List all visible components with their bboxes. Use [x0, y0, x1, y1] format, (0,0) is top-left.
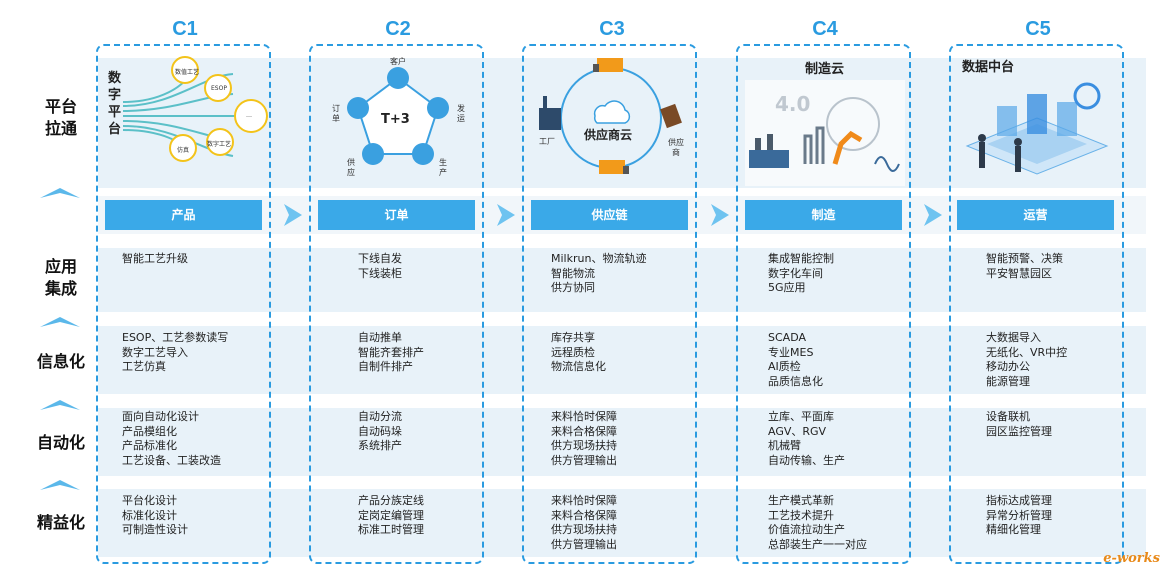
band-application	[98, 248, 1146, 312]
cycle-node-label: 客户	[390, 57, 406, 66]
cycle-center-label: T+3	[381, 112, 410, 127]
chevron-up-icon	[40, 188, 80, 198]
cell-informatization-c5: 大数据导入无纸化、VR中控移动办公能源管理	[986, 331, 1068, 388]
cell-informatization-c2: 自动推单智能齐套排产自制件排产	[358, 331, 424, 373]
column-header-c3: C3	[599, 18, 625, 40]
thumbnail-manufacturing-cloud: 制造云 4.0	[745, 56, 905, 186]
cell-application-c1: 智能工艺升级	[122, 252, 188, 265]
node-label: ESOP	[211, 85, 227, 92]
thumbnail-digital-platform: 数字平台 数值工艺 ESOP 仿真 数字工艺 …	[105, 56, 270, 186]
cell-automation-c1: 面向自动化设计产品模组化产品标准化工艺设备、工装改造	[122, 410, 221, 467]
stage-tag-supply-chain: 供应链	[531, 200, 688, 230]
column-header-c2: C2	[385, 18, 411, 40]
band-automation	[98, 408, 1146, 476]
cell-informatization-c3: 库存共享远程质检物流信息化	[551, 331, 606, 373]
cell-automation-c3: 来料恰时保障来料合格保障供方现场扶持供方管理输出	[551, 410, 617, 467]
thumbnail-order-cycle: T+3 客户 发运 生产 供应 订单	[318, 56, 478, 186]
column-header-c1: C1	[172, 18, 198, 40]
cell-lean-c3: 来料恰时保障来料合格保障供方现场扶持供方管理输出	[551, 494, 617, 551]
column-frame-c5	[949, 44, 1124, 564]
node-label: 数字工艺	[207, 141, 232, 148]
arrow-right-icon	[711, 204, 729, 226]
cell-application-c5: 智能预警、决策平安智慧园区	[986, 252, 1063, 280]
band-informatization	[98, 326, 1146, 394]
cell-lean-c2: 产品分族定线定岗定编管理标准工时管理	[358, 494, 424, 536]
industry-badge: 4.0	[775, 92, 811, 116]
node-label: …	[246, 112, 252, 119]
row-label-automation: 自动化	[36, 433, 85, 452]
cloud-center-label: 供应商云	[584, 128, 633, 142]
cycle-node-label: 订单	[332, 104, 340, 123]
supplier-label: 供应商	[668, 138, 684, 157]
node-label: 数值工艺	[175, 69, 200, 76]
cell-application-c2: 下线自发下线装柜	[358, 252, 402, 280]
cell-automation-c2: 自动分流自动码垛系统排产	[358, 410, 402, 452]
column-frame-c1	[96, 44, 271, 564]
arrow-right-icon	[497, 204, 515, 226]
row-label-lean: 精益化	[36, 513, 85, 532]
arrow-right-icon	[284, 204, 302, 226]
chevron-up-icon	[40, 317, 80, 327]
band-lean	[98, 489, 1146, 557]
cell-lean-c4: 生产模式革新工艺技术提升价值流拉动生产总部装生产一一对应	[768, 494, 867, 551]
cycle-node-label: 发运	[457, 104, 465, 123]
column-frame-c2	[309, 44, 484, 564]
manufacturing-cloud-title: 制造云	[805, 62, 845, 77]
column-frame-c3	[522, 44, 697, 564]
cell-lean-c5: 指标达成管理异常分析管理精细化管理	[986, 494, 1052, 536]
watermark-logo: e-works	[1103, 551, 1160, 566]
column-header-c4: C4	[812, 18, 838, 40]
cell-informatization-c1: ESOP、工艺参数读写数字工艺导入工艺仿真	[122, 331, 229, 373]
stage-tag-product: 产品	[105, 200, 262, 230]
stage-tag-order: 订单	[318, 200, 475, 230]
digital-platform-graphic	[123, 56, 268, 162]
cell-lean-c1: 平台化设计标准化设计可制造性设计	[122, 494, 188, 536]
cell-application-c3: Milkrun、物流轨迹智能物流供方协同	[551, 252, 647, 294]
row-label-platform: 平台拉通	[44, 97, 77, 138]
node-label: 仿真	[177, 147, 190, 154]
cell-automation-c5: 设备联机园区监控管理	[986, 410, 1052, 438]
thumbnail-data-platform: 数据中台	[957, 56, 1117, 186]
arrow-right-icon	[924, 204, 942, 226]
stage-tag-operations: 运营	[957, 200, 1114, 230]
column-header-c5: C5	[1025, 18, 1051, 40]
chevron-up-icon	[40, 480, 80, 490]
row-label-informatization: 信息化	[36, 352, 85, 371]
cycle-node-label: 供应	[347, 158, 355, 177]
row-label-application: 应用集成	[44, 257, 77, 298]
data-platform-title: 数据中台	[962, 60, 1015, 75]
stage-tag-manufacturing: 制造	[745, 200, 902, 230]
column-frame-c4	[736, 44, 911, 564]
thumbnail-supplier-cloud: 供应商云 工厂 供应商	[531, 56, 691, 186]
factory-label: 工厂	[539, 137, 555, 146]
chevron-up-icon	[40, 400, 80, 410]
cycle-node-label: 生产	[439, 158, 447, 177]
